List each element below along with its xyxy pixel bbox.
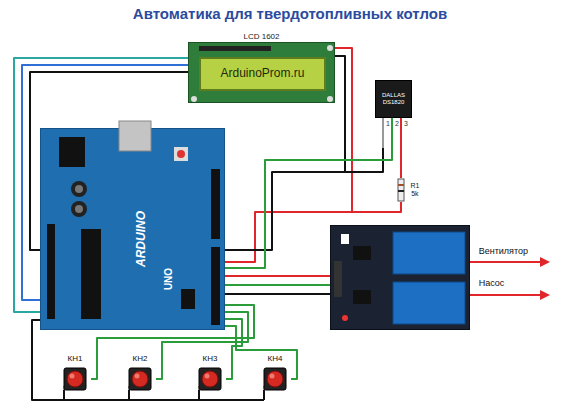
- arduino-board-detail-part: [177, 150, 185, 158]
- wire-connector: [400, 118, 402, 178]
- output-arrowhead: [540, 290, 550, 300]
- lcd-module: LCD 1602ArduinoProm.ru: [188, 42, 335, 103]
- lcd-module-detail-part: [191, 96, 197, 102]
- relay-module-detail-part: [393, 282, 465, 324]
- arduino-board-detail-part: [174, 147, 188, 161]
- part-label: ArduinoProm.ru: [220, 67, 304, 81]
- wire: [263, 390, 265, 400]
- relay-module-detail-part: [334, 261, 342, 297]
- resistor-detail-part: [398, 179, 404, 201]
- resistor-detail-part: [398, 190, 404, 192]
- resistor: R1 5k: [398, 178, 424, 202]
- push-button-detail-part: [129, 368, 151, 390]
- arduino-board-detail-part: [47, 224, 55, 319]
- wire: [335, 48, 352, 212]
- part-label: КН3: [203, 354, 218, 363]
- push-button-detail-part: [132, 371, 148, 387]
- arduino-board-detail-part: [59, 137, 85, 167]
- relay-module-detail-part: [353, 290, 371, 304]
- relay-module-detail-part: [341, 234, 349, 244]
- pin-number: 2: [394, 120, 400, 127]
- diagram-title: Автоматика для твердотопливных котлов: [0, 5, 580, 22]
- relay-module-detail-part: [393, 232, 465, 274]
- push-button-detail-part: [202, 371, 218, 387]
- push-button-detail-part: [199, 368, 221, 390]
- part-label: КН4: [268, 354, 283, 363]
- arduino-board-detail-part: [211, 247, 220, 325]
- relay-module-detail-part: [342, 315, 348, 321]
- wire: [470, 261, 541, 263]
- arduino-board-detail-part: [119, 121, 151, 151]
- relay-module-detail-part: [353, 246, 371, 260]
- push-button-detail-part: [70, 374, 75, 379]
- arduino-board-detail-part: [75, 205, 83, 213]
- lcd-module-detail-part: [199, 46, 271, 51]
- relay-module: ВентиляторНасос: [330, 225, 470, 330]
- push-button-detail-part: [64, 368, 86, 390]
- wire: [198, 390, 200, 400]
- wire: [470, 294, 541, 296]
- output-arrowhead: [540, 257, 550, 267]
- push-button-detail-part: [67, 371, 83, 387]
- part-label: R1 5k: [409, 182, 421, 198]
- resistor-detail-part: [398, 184, 404, 186]
- push-button: КН1: [59, 352, 91, 400]
- push-button: КН3: [194, 352, 226, 400]
- part-label: UNO: [163, 268, 175, 290]
- part-label: DALLAS DS1820: [379, 92, 409, 106]
- temperature-sensor: DALLAS DS1820: [375, 80, 412, 118]
- lcd-screen: ArduinoProm.ru: [199, 57, 326, 91]
- push-button: КН2: [124, 352, 156, 400]
- wire-connector: [225, 284, 330, 286]
- wire: [32, 320, 264, 400]
- arduino-board-detail: [41, 129, 226, 331]
- arduino-board-detail-part: [71, 181, 87, 197]
- push-button-detail-part: [264, 368, 286, 390]
- wire: [382, 118, 384, 148]
- part-label: КН2: [133, 354, 148, 363]
- relay-module-detail: [331, 226, 471, 331]
- pin-number: 3: [403, 120, 409, 127]
- wire: [225, 293, 330, 295]
- arduino-board-detail-part: [211, 169, 220, 239]
- part-label: КН1: [68, 354, 83, 363]
- arduino-board-detail-part: [71, 201, 87, 217]
- push-button-detail-part: [135, 374, 140, 379]
- arduino-board-detail-part: [75, 185, 83, 193]
- pin-number: 1: [385, 120, 391, 127]
- part-label: ARDUINO: [135, 211, 149, 267]
- wire: [63, 390, 65, 400]
- lcd-module-detail-part: [327, 96, 333, 102]
- part-heading: Вентилятор: [479, 246, 528, 256]
- push-button-detail-part: [205, 374, 210, 379]
- push-button: КН4: [259, 352, 291, 400]
- wire: [335, 56, 345, 172]
- lcd-module-detail-part: [327, 45, 333, 51]
- arduino-board-detail-part: [181, 289, 195, 309]
- arduino-board: ARDUINO UNO: [40, 128, 225, 330]
- arduino-board-detail-part: [81, 229, 101, 319]
- push-button-detail-part: [270, 374, 275, 379]
- wire: [225, 275, 330, 277]
- push-button-detail-part: [267, 371, 283, 387]
- part-heading: Насос: [479, 277, 505, 287]
- part-heading: LCD 1602: [243, 33, 279, 42]
- wire: [128, 390, 130, 400]
- resistor-detail: [398, 178, 424, 202]
